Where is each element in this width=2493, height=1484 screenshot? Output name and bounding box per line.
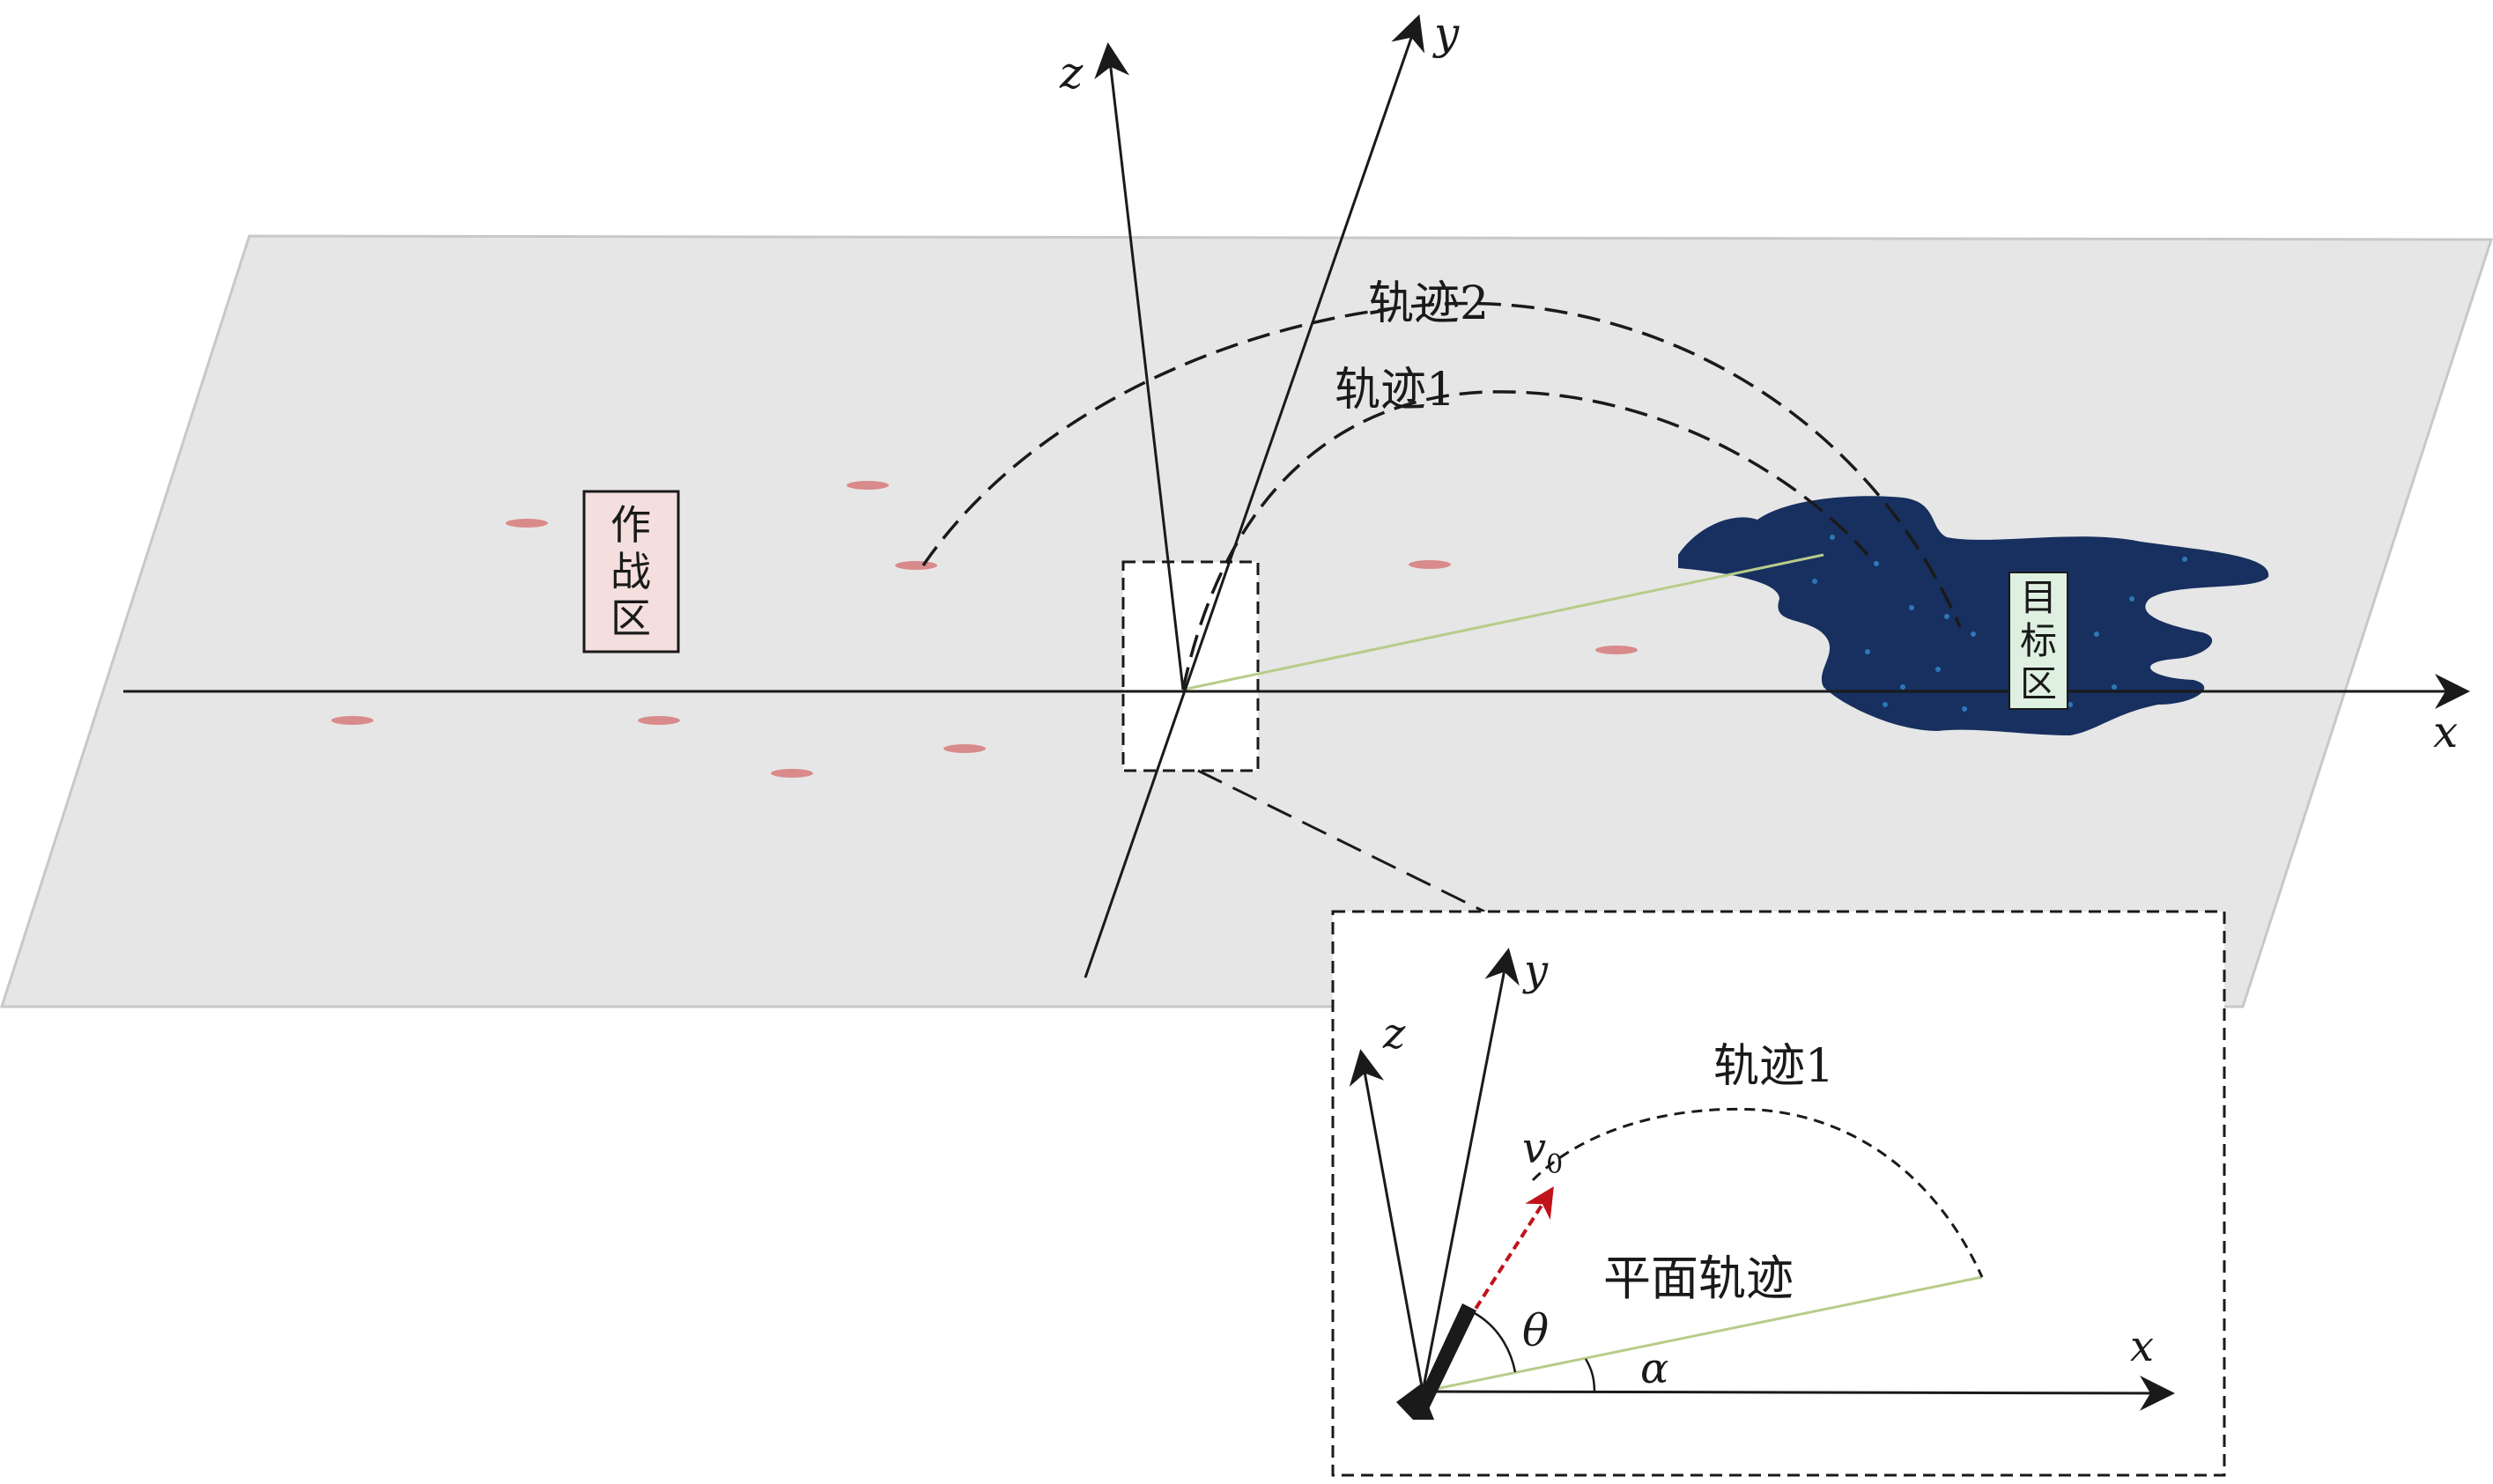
target-area-shape — [1678, 496, 2269, 735]
marker — [1409, 560, 1451, 569]
inset-plane-trajectory-line — [1422, 1275, 1983, 1393]
marker — [638, 716, 680, 725]
target-area-label: 目 标 区 — [2008, 572, 2068, 710]
trajectory-1-path — [1181, 390, 1869, 690]
z-axis — [1094, 42, 1185, 690]
inset-box — [1331, 910, 2226, 1477]
y-axis-label: y — [1432, 8, 1460, 59]
target-area-char: 区 — [2020, 662, 2057, 705]
inset-plane-trajectory-label: 平面轨迹 — [1603, 1251, 1794, 1306]
inset-z-axis-label: z — [1382, 1009, 1406, 1059]
inset-trajectory-label: 轨迹1 — [1713, 1040, 1834, 1093]
inset-x-axis — [1422, 1375, 2175, 1411]
zoom-source-box — [1121, 560, 1260, 772]
velocity-label: v0 — [1522, 1124, 1563, 1180]
operation-area-char: 战 — [610, 548, 651, 595]
operation-area-label: 作 战 区 — [582, 490, 680, 653]
inset-velocity-vector — [1421, 1186, 1554, 1393]
zoom-connector — [1197, 769, 1485, 913]
alpha-label: α — [1640, 1344, 1668, 1393]
operation-area-char: 区 — [610, 594, 651, 642]
target-area-char: 标 — [2020, 619, 2057, 662]
target-area-char: 目 — [2020, 576, 2057, 619]
trajectory-2-label: 轨迹2 — [1368, 277, 1489, 330]
velocity-symbol: v — [1522, 1124, 1546, 1173]
marker — [771, 769, 813, 778]
theta-label: θ — [1522, 1305, 1549, 1356]
inset-trajectory-path — [1531, 1107, 1984, 1278]
x-axis-label: x — [2433, 706, 2458, 757]
z-axis-label: z — [1059, 48, 1084, 99]
velocity-subscript: 0 — [1546, 1149, 1563, 1180]
inset-x-axis-label: x — [2130, 1322, 2154, 1371]
inset-z-axis — [1349, 1049, 1424, 1392]
marker — [847, 481, 889, 490]
target-area-dots — [1812, 535, 2187, 712]
marker — [943, 744, 986, 753]
trajectory-2-path — [921, 301, 1962, 628]
inset-diagram: x y z 轨迹1 平面轨迹 v0 θ α — [1349, 946, 2175, 1420]
operation-area-char: 作 — [610, 501, 651, 549]
projectile-icon — [1396, 1303, 1476, 1420]
marker — [895, 561, 937, 570]
inset-y-axis — [1421, 948, 1520, 1392]
area-markers — [331, 481, 1638, 778]
alpha-arc — [1584, 1358, 1596, 1393]
marker — [1595, 646, 1638, 654]
trajectory-1-label: 轨迹1 — [1335, 364, 1455, 417]
inset-y-axis-label: y — [1522, 946, 1549, 995]
marker — [506, 519, 548, 528]
theta-arc — [1472, 1310, 1517, 1373]
ground-track-line — [1182, 553, 1824, 691]
y-axis — [1084, 14, 1425, 978]
marker — [331, 716, 374, 725]
